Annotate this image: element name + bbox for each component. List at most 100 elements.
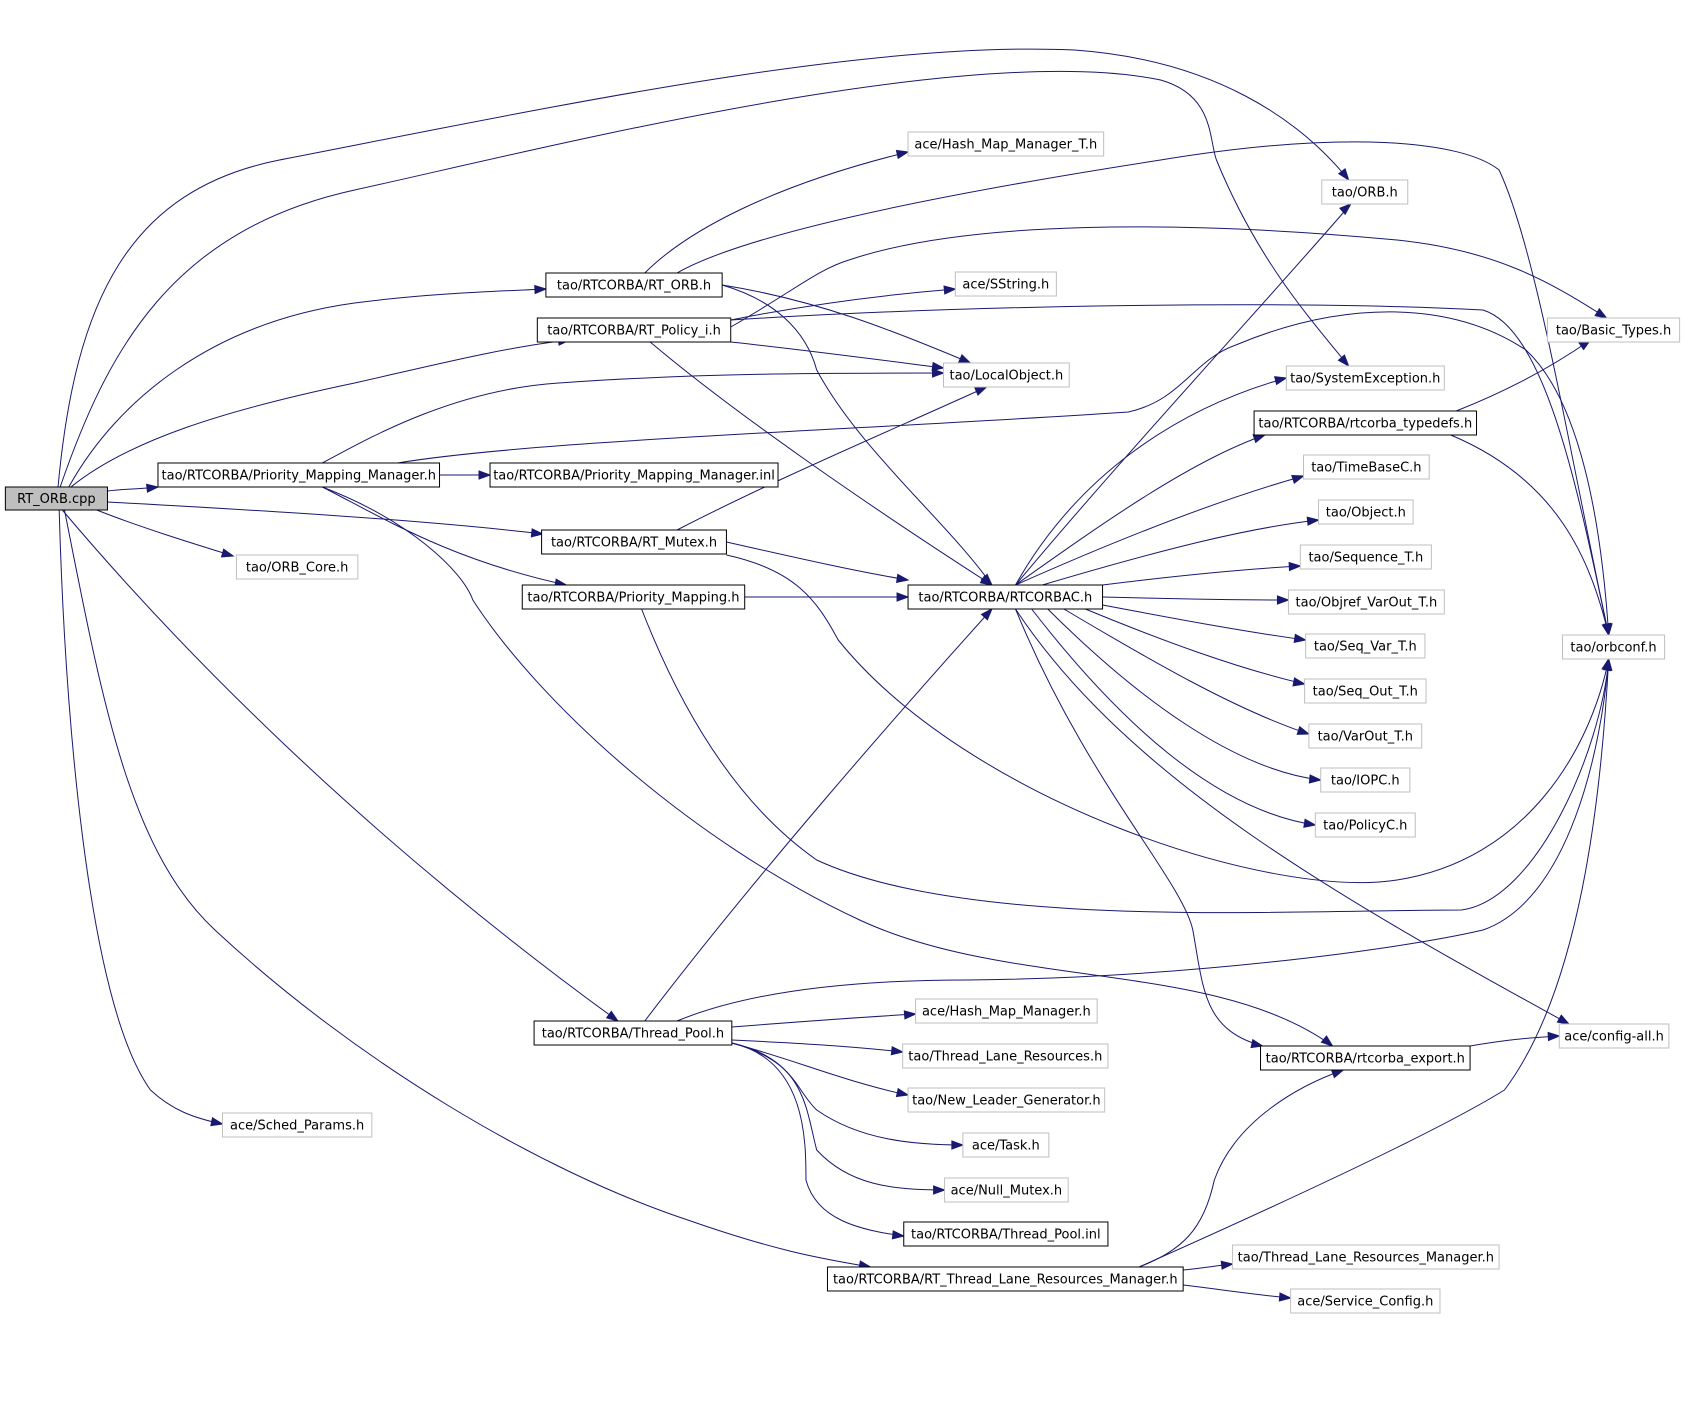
dependency-edge: [1470, 1031, 1561, 1046]
node-label: tao/Thread_Lane_Resources_Manager.h: [1238, 1251, 1494, 1266]
node-box: [1290, 1288, 1441, 1314]
node-box: [1314, 812, 1416, 838]
arrowhead: [1291, 475, 1305, 485]
node-box: [521, 584, 746, 610]
dependency-edge: [1085, 609, 1307, 687]
dependency-edge: [731, 305, 1611, 637]
arrowhead: [1308, 774, 1323, 784]
node-label: tao/Basic_Types.h: [1556, 324, 1671, 339]
file-node-iopc-h: tao/IOPC.h: [1320, 767, 1411, 793]
node-label: tao/ORB_Core.h: [246, 561, 349, 576]
dependency-edge: [58, 49, 1350, 487]
dependency-edge: [732, 1043, 910, 1098]
node-box: [915, 998, 1098, 1024]
file-node-thread-pool-inl[interactable]: tao/RTCORBA/Thread_Pool.inl: [903, 1221, 1109, 1247]
dependency-edge: [726, 555, 1611, 883]
arrowhead: [896, 592, 910, 602]
arrowhead: [1293, 633, 1308, 643]
arrowhead: [1296, 725, 1311, 735]
file-node-rt-mutex-h[interactable]: tao/RTCORBA/RT_Mutex.h: [541, 529, 727, 555]
arrowhead: [1594, 307, 1608, 319]
dependency-edge: [322, 368, 945, 463]
dependency-edge: [1032, 609, 1317, 828]
node-box: [1546, 317, 1681, 343]
node-label: tao/TimeBaseC.h: [1311, 461, 1421, 476]
arrowhead: [980, 607, 993, 621]
node-box: [1304, 678, 1427, 704]
file-node-orb-core-h: tao/ORB_Core.h: [235, 554, 359, 580]
node-box: [536, 317, 732, 343]
dependency-edge: [1016, 609, 1571, 1025]
node-box: [221, 1112, 373, 1138]
dependency-edge: [1183, 1285, 1293, 1302]
dependency-edge: [731, 227, 1608, 327]
file-node-rtlrm-h[interactable]: tao/RTCORBA/RT_Thread_Lane_Resources_Man…: [826, 1266, 1184, 1292]
arrowhead: [1602, 622, 1612, 637]
file-node-rtcorba-typedefs-h[interactable]: tao/RTCORBA/rtcorba_typedefs.h: [1253, 410, 1478, 436]
arrowhead: [220, 548, 235, 558]
arrowhead: [1250, 1038, 1265, 1049]
file-node-priority-mapping-h[interactable]: tao/RTCORBA/Priority_Mapping.h: [521, 584, 746, 610]
arrowhead: [951, 1140, 965, 1150]
dependency-edge: [1139, 657, 1613, 1267]
arrowhead: [146, 483, 160, 493]
node-box: [943, 362, 1070, 388]
node-box: [907, 584, 1104, 610]
dependency-edge: [322, 487, 1334, 1047]
dependency-edge: [1139, 1069, 1345, 1267]
node-box: [545, 272, 723, 298]
arrowhead: [534, 284, 548, 295]
file-node-rtcorbac-h[interactable]: tao/RTCORBA/RTCORBAC.h: [907, 584, 1104, 610]
dependency-edge: [732, 1043, 906, 1240]
node-box: [1321, 179, 1409, 205]
dependency-edge: [1042, 516, 1321, 585]
file-node-seq-var-t-h: tao/Seq_Var_T.h: [1305, 633, 1426, 659]
arrowhead: [1252, 434, 1267, 444]
file-node-rt-policy-i-h[interactable]: tao/RTCORBA/RT_Policy_i.h: [536, 317, 732, 343]
file-node-rt-orb-h[interactable]: tao/RTCORBA/RT_ORB.h: [545, 272, 723, 298]
dependency-edge: [732, 1040, 905, 1056]
file-node-pmm-h[interactable]: tao/RTCORBA/Priority_Mapping_Manager.h: [157, 462, 441, 488]
arrowhead: [1220, 1260, 1235, 1270]
file-node-rtcorba-export-h[interactable]: tao/RTCORBA/rtcorba_export.h: [1260, 1045, 1471, 1071]
node-label: tao/RTCORBA/Priority_Mapping_Manager.h: [162, 469, 436, 484]
file-node-rt-orb-cpp[interactable]: RT_ORB.cpp: [4, 486, 108, 511]
node-label: tao/RTCORBA/RT_Thread_Lane_Resources_Man…: [833, 1273, 1178, 1288]
node-label: tao/RTCORBA/RT_Policy_i.h: [547, 324, 721, 339]
file-node-orbconf-h: tao/orbconf.h: [1561, 634, 1666, 660]
node-box: [1285, 365, 1445, 391]
file-node-thread-pool-h[interactable]: tao/RTCORBA/Thread_Pool.h: [533, 1020, 733, 1046]
dependency-edge: [650, 342, 994, 586]
file-node-objref-varout-t-h: tao/Objref_VarOut_T.h: [1287, 589, 1445, 615]
node-box: [235, 554, 359, 580]
arrowhead: [933, 1185, 947, 1195]
file-node-sstring-h: ace/SString.h: [954, 271, 1057, 297]
node-label: ace/Hash_Map_Manager.h: [922, 1005, 1091, 1020]
dependency-edge: [59, 508, 224, 1127]
node-label: tao/Thread_Lane_Resources.h: [908, 1050, 1102, 1065]
file-nodes: RT_ORB.cpp tao/RTCORBA/RT_ORB.h tao/RTCORB…: [4, 131, 1681, 1314]
arrowhead: [1339, 203, 1352, 216]
node-box: [1232, 1244, 1500, 1270]
dependency-edge: [322, 487, 568, 588]
dependency-edge: [1064, 609, 1311, 735]
arrowhead: [932, 368, 945, 378]
file-node-hash-map-manager-t-h: ace/Hash_Map_Manager_T.h: [907, 131, 1105, 157]
node-box: [944, 1177, 1069, 1203]
file-node-pmm-inl[interactable]: tao/RTCORBA/Priority_Mapping_Manager.inl: [489, 462, 779, 488]
node-label: tao/RTCORBA/RT_Mutex.h: [551, 536, 717, 551]
node-box: [903, 1221, 1109, 1247]
node-label: tao/RTCORBA/RTCORBAC.h: [918, 591, 1092, 606]
dependency-edges: [58, 49, 1613, 1302]
node-box: [533, 1020, 733, 1046]
arrowhead: [530, 528, 545, 538]
arrowhead: [903, 1010, 918, 1020]
dependency-edge: [69, 284, 548, 487]
node-box: [1318, 499, 1414, 525]
node-label: tao/RTCORBA/Thread_Pool.h: [542, 1027, 724, 1042]
dependency-edge: [107, 483, 160, 493]
node-label: tao/LocalObject.h: [949, 369, 1063, 384]
arrowhead: [957, 354, 972, 364]
arrowhead: [1603, 657, 1613, 671]
